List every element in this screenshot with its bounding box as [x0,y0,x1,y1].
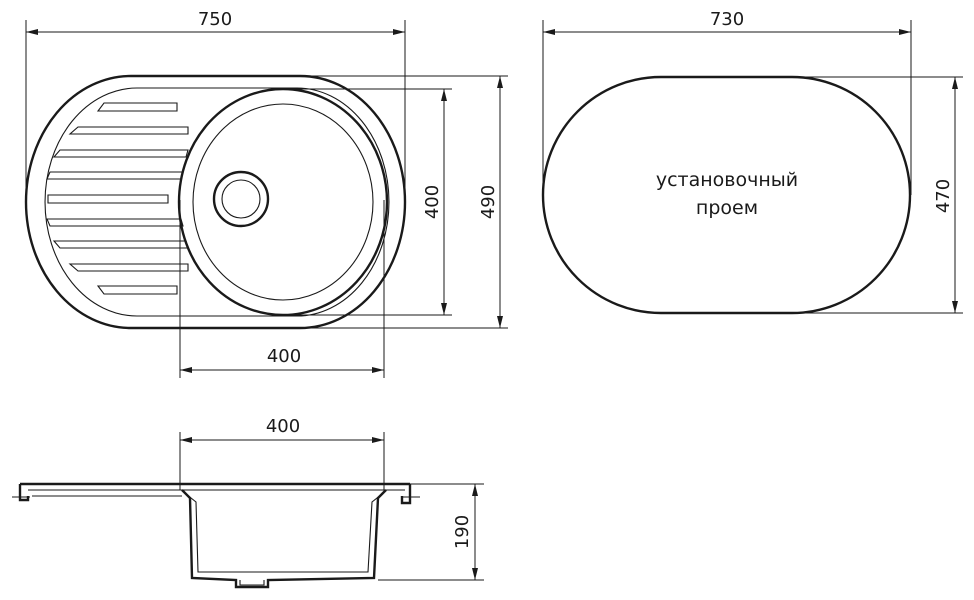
dim-label-400-vertical: 400 [422,185,443,219]
dimension-overall-width: 750 [25,9,406,200]
drain-inner [221,179,261,219]
bowl-inner [192,103,374,301]
sink-side-view [12,482,420,589]
cutout-label-line1: установочный [656,169,798,191]
cutout-outline [541,75,912,315]
groove [68,263,189,272]
groove [46,171,184,180]
dim-label-470: 470 [933,179,954,213]
groove [46,218,184,227]
sink-top-view [24,74,407,330]
dimension-bowl-height: 400 [285,88,452,316]
bowl-outer [177,87,389,317]
dimension-cutout-height: 470 [792,76,963,314]
side-left-end [18,484,30,502]
cutout-view: установочный проем [541,75,912,315]
dim-label-400-horizontal: 400 [267,346,301,367]
dimension-cutout-width: 730 [542,9,912,195]
dim-label-190: 190 [452,515,473,549]
sink-inner-rim [44,87,390,317]
side-bowl-inner [185,493,383,573]
drain-outer [212,170,270,228]
dimension-bowl-width: 400 [179,200,385,378]
cutout-label-line2: проем [696,197,758,219]
groove [52,149,189,158]
groove [52,240,189,249]
dim-label-730: 730 [710,9,744,30]
dimension-depth: 190 [378,483,484,581]
dimension-overall-height: 490 [300,75,508,329]
dim-label-490: 490 [478,185,499,219]
drainboard-grooves [46,102,189,295]
side-bowl-outer [181,489,387,589]
side-right-end [400,484,412,505]
groove [96,102,178,112]
side-drain [239,580,265,586]
groove [96,285,178,295]
groove [47,194,169,204]
dim-label-750: 750 [198,9,232,30]
groove [68,126,189,135]
dimension-side-bowl-width: 400 [179,416,385,490]
dim-label-400-side: 400 [266,416,300,437]
